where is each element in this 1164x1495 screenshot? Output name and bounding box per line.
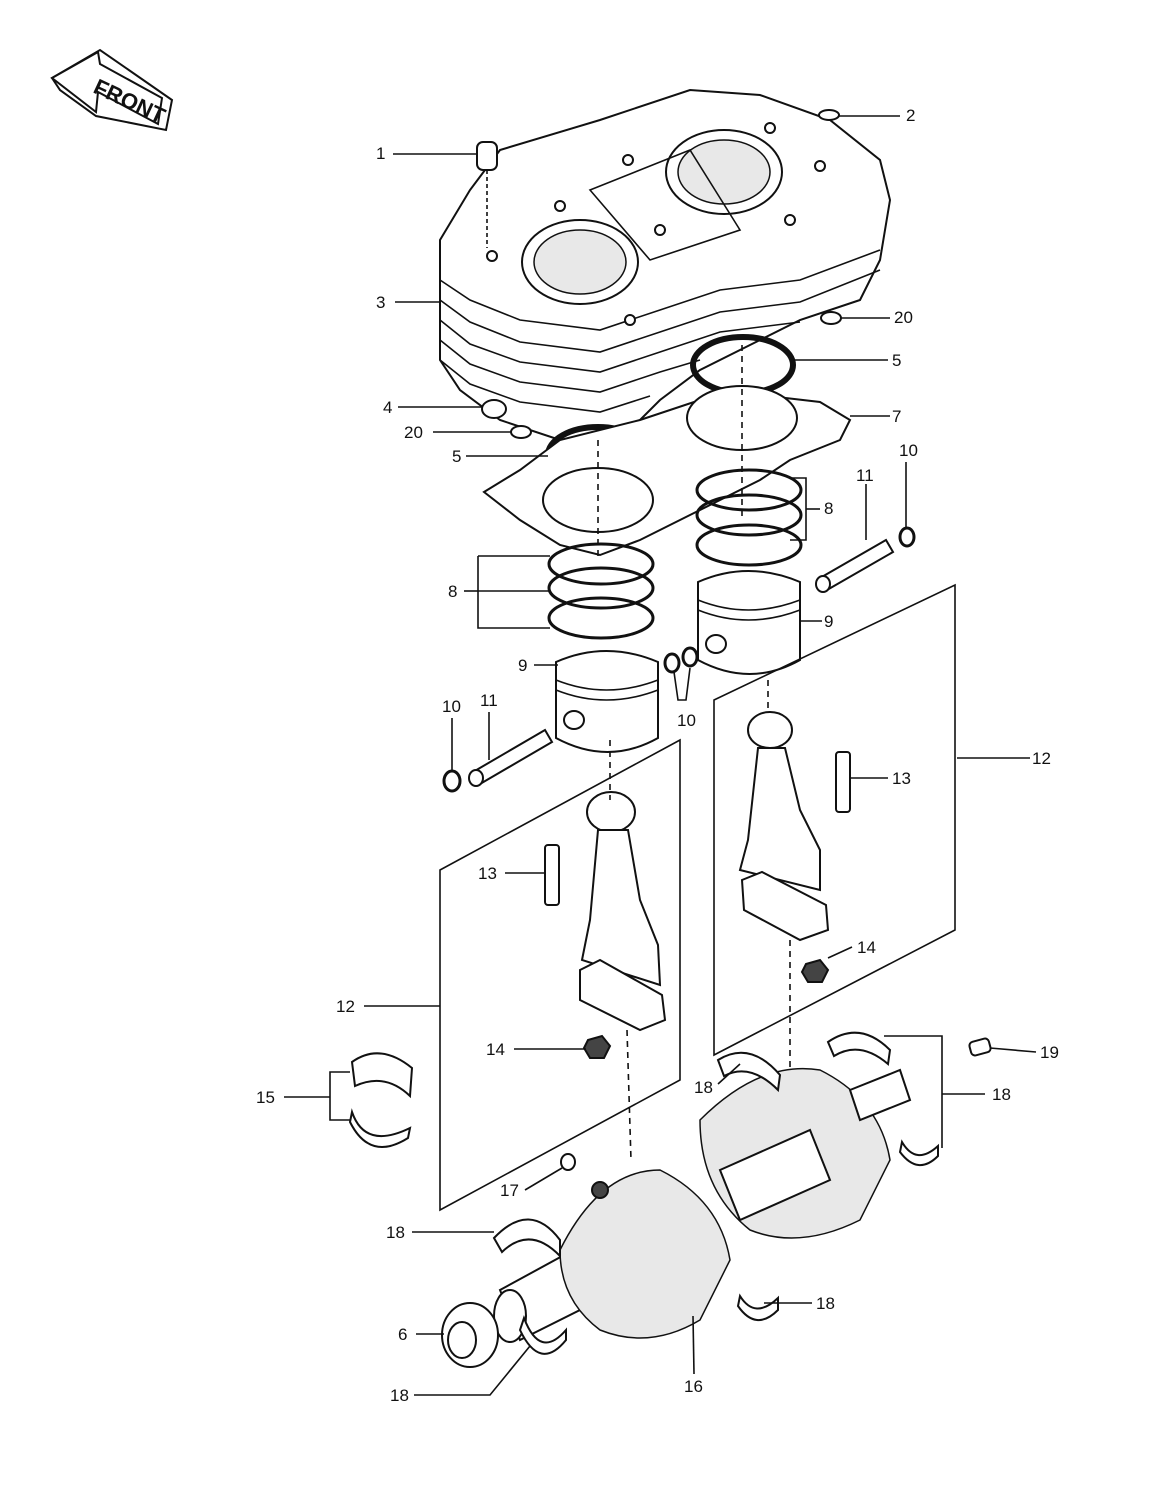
callout-10: 10 xyxy=(677,711,696,730)
plug xyxy=(481,399,507,419)
o-ring-small xyxy=(818,109,840,121)
conrod-right xyxy=(738,711,830,942)
callout-5: 5 xyxy=(892,351,902,370)
callout-16: 16 xyxy=(684,1377,703,1396)
piston-rings-right xyxy=(695,468,803,567)
callout-13: 13 xyxy=(478,864,497,883)
callout-17: 17 xyxy=(500,1181,519,1200)
callout-2: 2 xyxy=(906,106,916,125)
callout-10: 10 xyxy=(899,441,918,460)
circlip-mid-a xyxy=(663,652,681,674)
front-arrow-icon: FRONT xyxy=(50,48,174,132)
conrod-bolt-right xyxy=(835,751,851,813)
callout-1: 1 xyxy=(376,144,386,163)
bearing-shell-upper xyxy=(350,1052,414,1099)
oil-seal xyxy=(441,1302,499,1368)
callout-7: 7 xyxy=(892,407,902,426)
conrod-assembly-box-left xyxy=(439,738,681,1212)
callout-3: 3 xyxy=(376,293,386,312)
key-19 xyxy=(968,1037,992,1057)
callout-9: 9 xyxy=(824,612,834,631)
crankshaft xyxy=(493,1067,912,1343)
piston-left xyxy=(555,650,659,753)
bearing-shell-lower xyxy=(348,1108,412,1148)
callout-12: 12 xyxy=(1032,749,1051,768)
piston-pin-right xyxy=(818,538,895,592)
o-ring-right xyxy=(820,311,842,325)
conrod-bolt-left xyxy=(544,844,560,906)
circlip-right xyxy=(898,526,916,548)
main-bearing-18f xyxy=(898,1139,939,1166)
circlip-left xyxy=(442,769,462,793)
callout-18: 18 xyxy=(386,1223,405,1242)
callout-13: 13 xyxy=(892,769,911,788)
callout-18: 18 xyxy=(390,1386,409,1405)
main-bearing-18a xyxy=(492,1218,561,1259)
piston-right xyxy=(697,570,801,675)
callout-12: 12 xyxy=(336,997,355,1016)
cylinder-block xyxy=(439,88,892,441)
callout-10: 10 xyxy=(442,697,461,716)
callout-8: 8 xyxy=(448,582,458,601)
piston-rings-left xyxy=(547,542,655,640)
dowel-17 xyxy=(560,1153,576,1171)
alignment-lines xyxy=(597,345,791,1161)
callout-4: 4 xyxy=(383,398,393,417)
o-ring-left xyxy=(510,425,532,439)
main-bearing-18c xyxy=(716,1051,782,1093)
callout-18: 18 xyxy=(992,1085,1011,1104)
callout-20: 20 xyxy=(404,423,423,442)
callout-19: 19 xyxy=(1040,1043,1059,1062)
callout-15: 15 xyxy=(256,1088,275,1107)
callout-6: 6 xyxy=(398,1325,408,1344)
callout-8: 8 xyxy=(824,499,834,518)
callout-5: 5 xyxy=(452,447,462,466)
conrod-nut-left xyxy=(582,1034,612,1059)
dowel-pin xyxy=(476,141,498,171)
callout-14: 14 xyxy=(857,938,876,957)
main-bearing-18b xyxy=(518,1315,567,1355)
callout-14: 14 xyxy=(486,1040,505,1059)
callout-20: 20 xyxy=(894,308,913,327)
callout-18: 18 xyxy=(694,1078,713,1097)
callout-9: 9 xyxy=(518,656,528,675)
callout-18: 18 xyxy=(816,1294,835,1313)
main-bearing-18e xyxy=(736,1293,779,1321)
main-bearing-18d xyxy=(826,1031,892,1066)
leader-lines xyxy=(284,115,1037,1396)
callout-11: 11 xyxy=(856,466,874,485)
circlip-mid-b xyxy=(681,646,699,668)
conrod-left xyxy=(579,791,667,1032)
conrod-nut-right xyxy=(800,958,830,983)
callout-11: 11 xyxy=(480,691,498,710)
conrod-assembly-box-right xyxy=(713,583,956,1057)
piston-pin-left xyxy=(471,728,554,786)
